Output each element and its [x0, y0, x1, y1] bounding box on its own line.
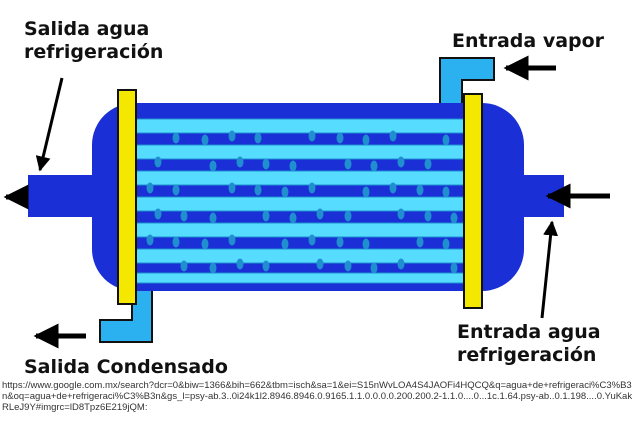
- heat-exchanger-diagram: [3, 55, 610, 349]
- droplet: [370, 160, 378, 172]
- droplet: [289, 160, 297, 172]
- right-tube-plate: [463, 93, 483, 309]
- tube: [133, 222, 475, 238]
- droplet: [450, 212, 458, 224]
- droplet: [154, 156, 162, 168]
- droplet: [362, 134, 370, 146]
- droplet: [416, 236, 424, 248]
- droplet: [316, 258, 324, 270]
- entrada-agua-label-line1: Entrada agua: [457, 321, 601, 343]
- droplet: [254, 184, 262, 196]
- droplet: [209, 212, 217, 224]
- droplet: [336, 236, 344, 248]
- salida-condensado-label: Salida Condensado: [24, 356, 228, 378]
- droplet: [450, 262, 458, 274]
- droplet: [228, 130, 236, 142]
- tube: [133, 272, 475, 284]
- droplet: [336, 132, 344, 144]
- droplet: [180, 260, 188, 272]
- droplet: [416, 184, 424, 196]
- droplet: [344, 210, 352, 222]
- left-tube-plate: [117, 89, 137, 305]
- tube: [133, 118, 475, 134]
- droplet: [172, 132, 180, 144]
- droplet: [180, 210, 188, 222]
- tube: [133, 144, 475, 160]
- droplet: [209, 160, 217, 172]
- droplet: [397, 156, 405, 168]
- droplet: [442, 186, 450, 198]
- condensate-droplets: [146, 130, 458, 274]
- tube: [133, 170, 475, 186]
- droplet: [308, 234, 316, 246]
- droplet: [389, 130, 397, 142]
- droplet: [201, 238, 209, 250]
- droplet: [262, 210, 270, 222]
- droplet: [172, 236, 180, 248]
- droplet: [236, 156, 244, 168]
- droplet: [281, 238, 289, 250]
- droplet: [154, 208, 162, 220]
- droplet: [308, 182, 316, 194]
- source-url[interactable]: https://www.google.com.mx/search?dcr=0&b…: [2, 380, 633, 413]
- droplet: [281, 186, 289, 198]
- droplet: [236, 258, 244, 270]
- coolant-outlet-nozzle: [28, 175, 96, 217]
- entrada-agua-pointer: [540, 220, 559, 319]
- droplet: [442, 238, 450, 250]
- droplet: [228, 182, 236, 194]
- tube: [133, 196, 475, 212]
- droplet: [424, 210, 432, 222]
- droplet: [254, 132, 262, 144]
- droplet: [228, 234, 236, 246]
- entrada-agua-label-line2: refrigeración: [457, 344, 597, 366]
- droplet: [442, 134, 450, 146]
- droplet: [389, 182, 397, 194]
- droplet: [362, 238, 370, 250]
- droplet: [344, 260, 352, 272]
- droplet: [146, 182, 154, 194]
- droplet: [316, 208, 324, 220]
- droplet: [344, 158, 352, 170]
- salida-agua-label-line2: refrigeración: [24, 41, 164, 63]
- droplet: [146, 234, 154, 246]
- droplet: [397, 208, 405, 220]
- droplet: [424, 158, 432, 170]
- salida-agua-label-line1: Salida agua: [24, 18, 150, 40]
- droplet: [362, 186, 370, 198]
- droplet: [262, 158, 270, 170]
- droplet: [308, 130, 316, 142]
- droplet: [201, 134, 209, 146]
- droplet: [209, 262, 217, 274]
- droplet: [289, 212, 297, 224]
- droplet: [370, 262, 378, 274]
- salida-agua-pointer: [35, 77, 64, 172]
- droplet: [397, 258, 405, 270]
- entrada-vapor-label: Entrada vapor: [452, 30, 605, 52]
- droplet: [172, 184, 180, 196]
- droplet: [262, 260, 270, 272]
